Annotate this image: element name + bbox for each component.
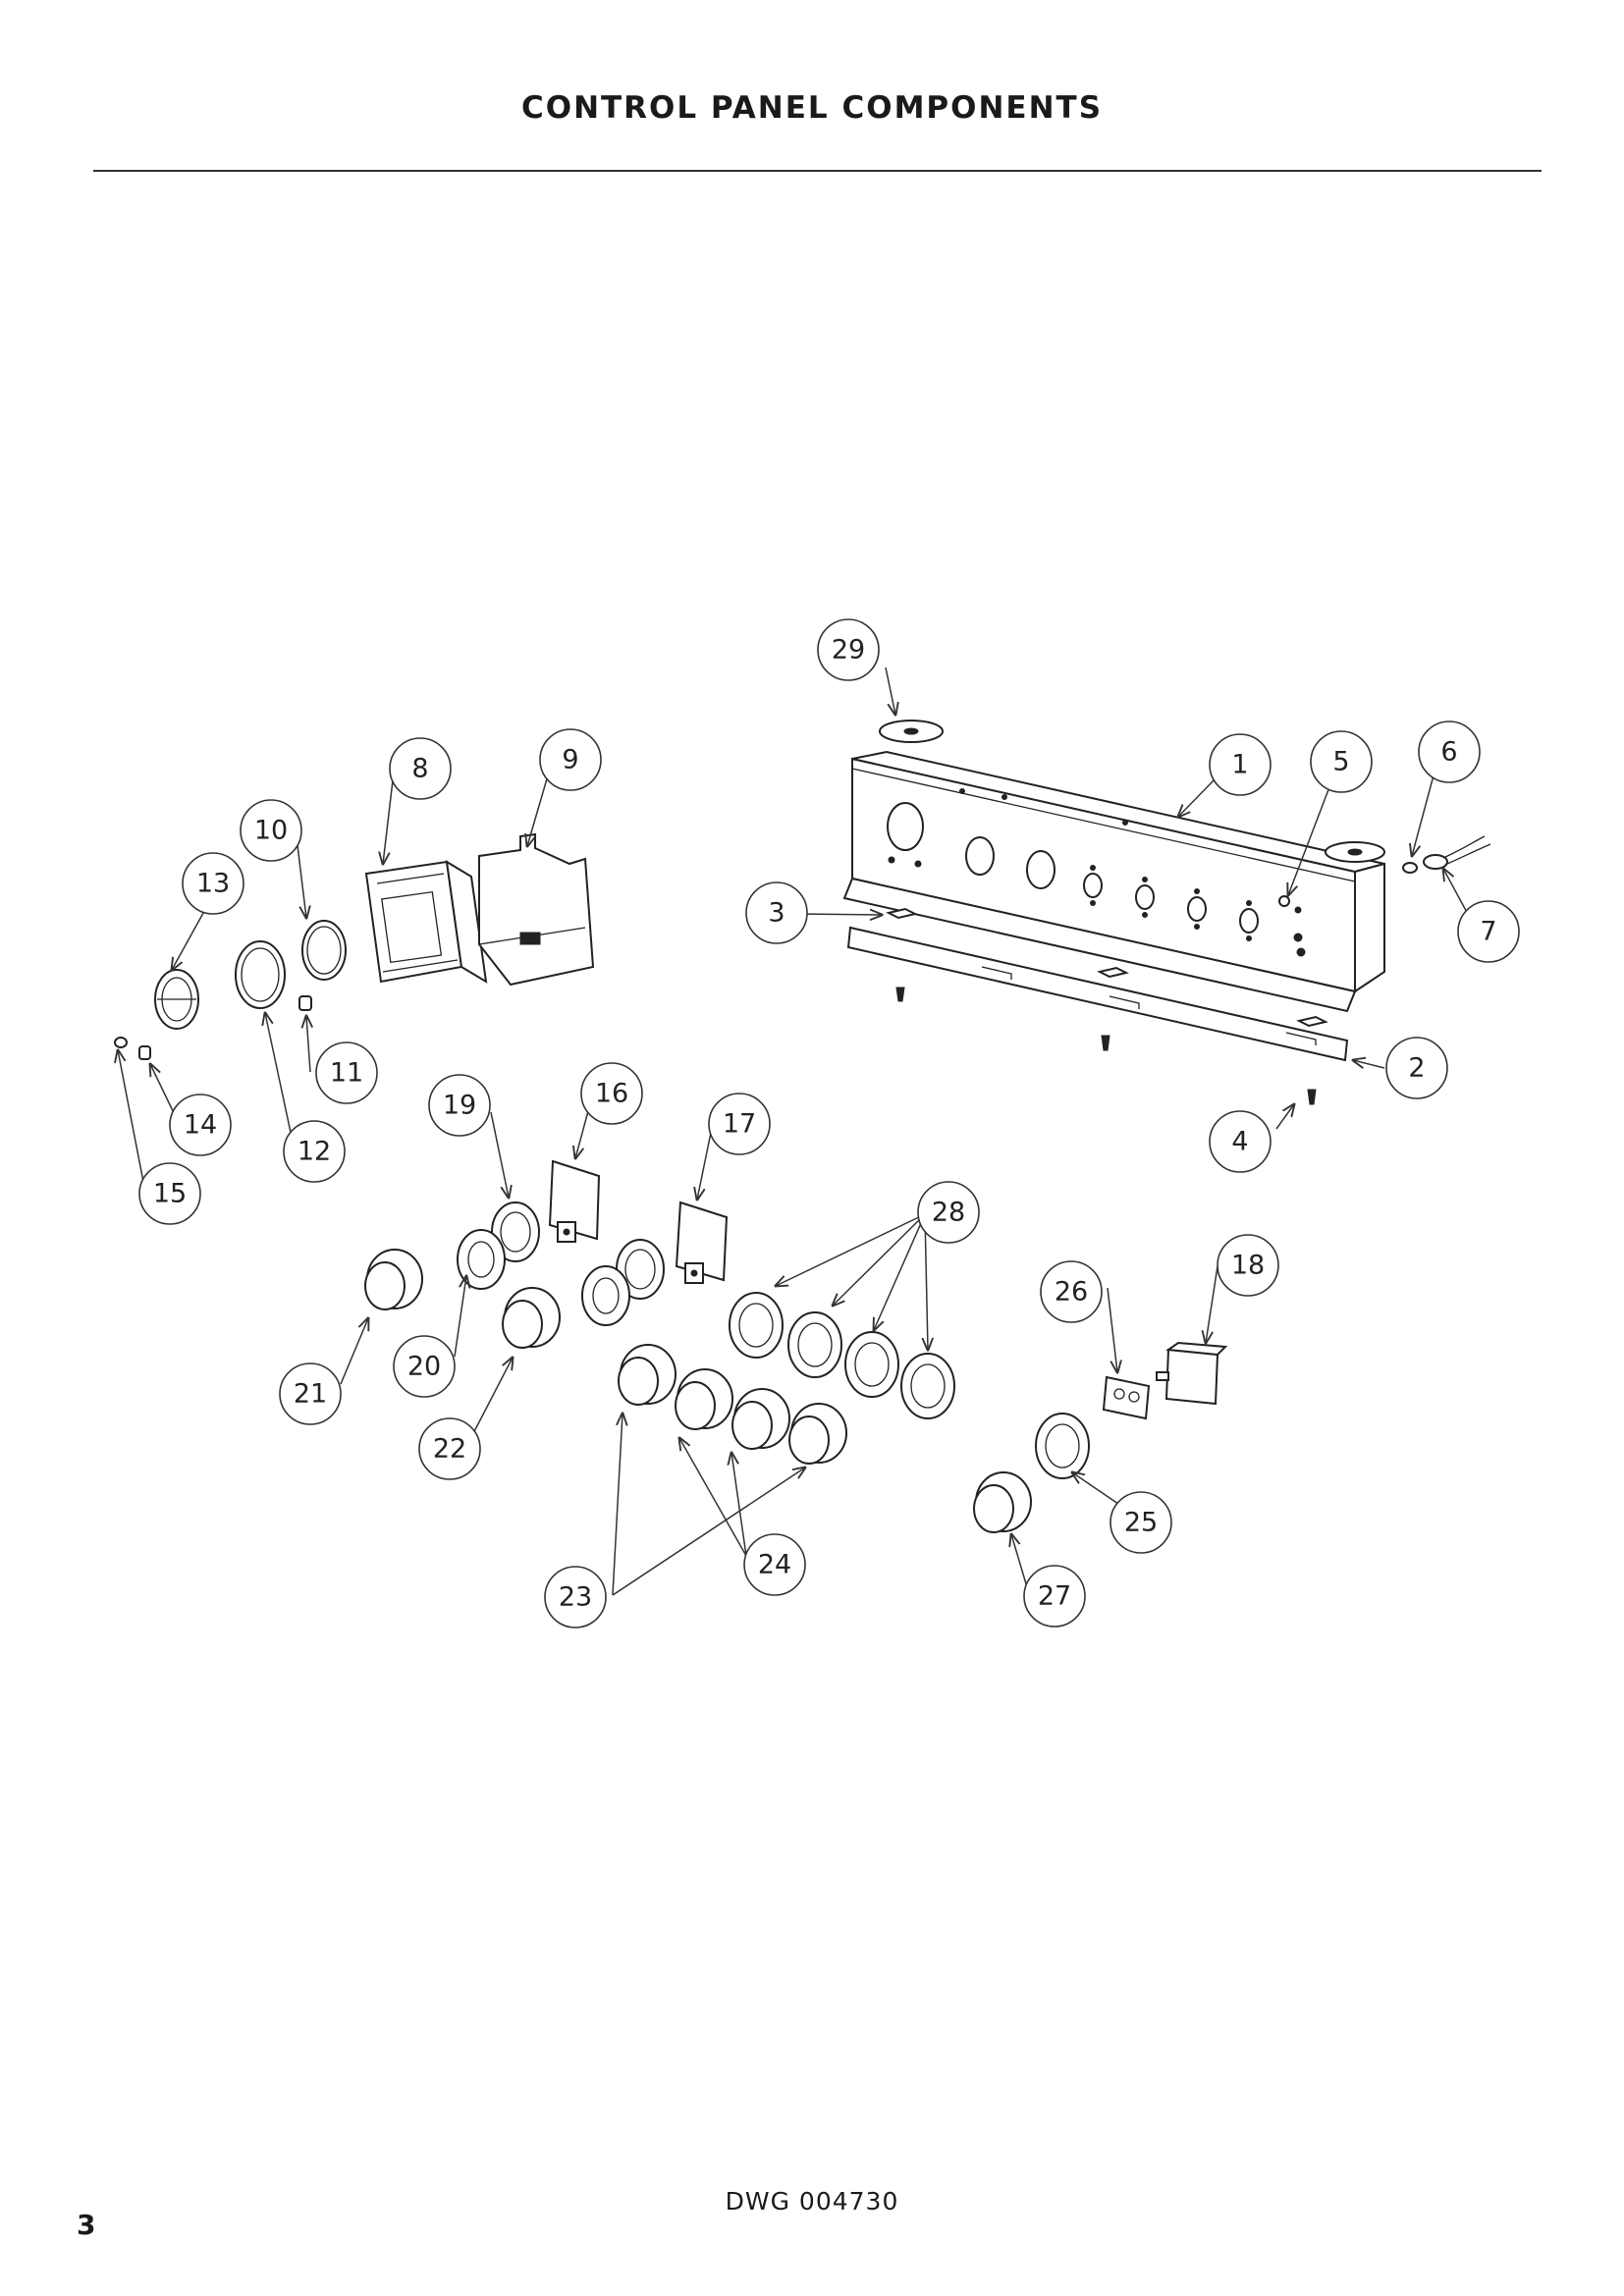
svg-text:9: 9: [562, 745, 578, 775]
callout-11: 11: [315, 1041, 378, 1104]
callout-18: 18: [1217, 1234, 1279, 1297]
indicator-lens: [1402, 862, 1418, 874]
page-number: 3: [77, 2209, 96, 2241]
callout-10: 10: [240, 799, 302, 862]
callout-2: 2: [1385, 1037, 1448, 1099]
svg-text:3: 3: [768, 898, 785, 929]
svg-text:26: 26: [1055, 1277, 1088, 1308]
washer: [114, 1037, 128, 1048]
svg-text:2: 2: [1408, 1053, 1425, 1084]
callout-17: 17: [708, 1093, 771, 1155]
svg-text:16: 16: [595, 1079, 628, 1109]
callout-25: 25: [1110, 1491, 1172, 1554]
svg-text:18: 18: [1231, 1251, 1265, 1281]
svg-text:13: 13: [196, 869, 230, 899]
callout-8: 8: [389, 737, 452, 800]
callout-22: 22: [418, 1417, 481, 1480]
svg-text:19: 19: [443, 1091, 476, 1121]
svg-text:17: 17: [723, 1109, 756, 1140]
control-board-left: [548, 1159, 601, 1243]
svg-text:6: 6: [1440, 737, 1457, 768]
lower-trim-strip: [846, 926, 1349, 1062]
callout-19: 19: [428, 1074, 491, 1137]
callout-28: 28: [917, 1181, 980, 1244]
display-housing: [364, 860, 488, 984]
callout-14: 14: [169, 1094, 232, 1156]
indicator-lamp: [1423, 835, 1491, 870]
mounting-bracket: [478, 832, 595, 987]
clip-block: [886, 907, 1328, 1028]
svg-text:27: 27: [1038, 1581, 1071, 1612]
trim-ring-small: [301, 920, 347, 981]
svg-text:14: 14: [184, 1110, 217, 1141]
top-trim-disc: [879, 720, 1385, 863]
screw: [895, 987, 1317, 1105]
terminal-block: [1102, 1375, 1151, 1420]
callout-3: 3: [745, 881, 808, 944]
callout-4: 4: [1209, 1110, 1272, 1173]
control-panel-fascia: [842, 750, 1385, 1013]
svg-text:24: 24: [758, 1550, 791, 1580]
fastener: [138, 1045, 151, 1060]
display-bezel: [154, 969, 199, 1030]
callout-7: 7: [1457, 900, 1520, 963]
callout-27: 27: [1023, 1565, 1086, 1628]
callout-9: 9: [539, 728, 602, 791]
svg-text:8: 8: [411, 754, 428, 784]
callout-16: 16: [580, 1062, 643, 1125]
indicator-clip: [1278, 895, 1290, 907]
callout-15: 15: [138, 1162, 201, 1225]
svg-text:5: 5: [1332, 747, 1349, 777]
svg-text:4: 4: [1231, 1127, 1248, 1157]
svg-text:29: 29: [832, 635, 865, 666]
callout-5: 5: [1310, 730, 1373, 793]
svg-text:10: 10: [254, 816, 288, 846]
callout-12: 12: [283, 1120, 346, 1183]
svg-text:20: 20: [407, 1352, 441, 1382]
svg-text:1: 1: [1231, 750, 1248, 780]
svg-text:23: 23: [559, 1582, 592, 1613]
callout-29: 29: [817, 618, 880, 681]
knob-bezel: [729, 1292, 1090, 1479]
svg-text:28: 28: [932, 1198, 965, 1228]
callout-13: 13: [182, 852, 244, 915]
callout-1: 1: [1209, 733, 1272, 796]
control-knob: [364, 1249, 1032, 1533]
svg-text:21: 21: [294, 1379, 327, 1410]
callout-23: 23: [544, 1566, 607, 1629]
page-title: CONTROL PANEL COMPONENTS: [520, 90, 1104, 126]
svg-text:7: 7: [1480, 917, 1496, 947]
svg-text:22: 22: [433, 1434, 466, 1465]
selector-switch: [1156, 1341, 1228, 1406]
spring: [298, 995, 312, 1011]
title-divider: [93, 170, 1542, 172]
callout-24: 24: [743, 1533, 806, 1596]
svg-text:12: 12: [298, 1137, 331, 1167]
callout-21: 21: [279, 1362, 342, 1425]
callout-6: 6: [1418, 721, 1481, 783]
callout-26: 26: [1040, 1260, 1103, 1323]
trim-ring-large: [235, 940, 286, 1009]
drawing-number: DWG 004730: [725, 2187, 899, 2216]
callout-20: 20: [393, 1335, 456, 1398]
svg-text:11: 11: [330, 1058, 363, 1089]
svg-text:25: 25: [1124, 1508, 1158, 1538]
svg-text:15: 15: [153, 1179, 187, 1209]
control-board-right: [675, 1201, 729, 1284]
